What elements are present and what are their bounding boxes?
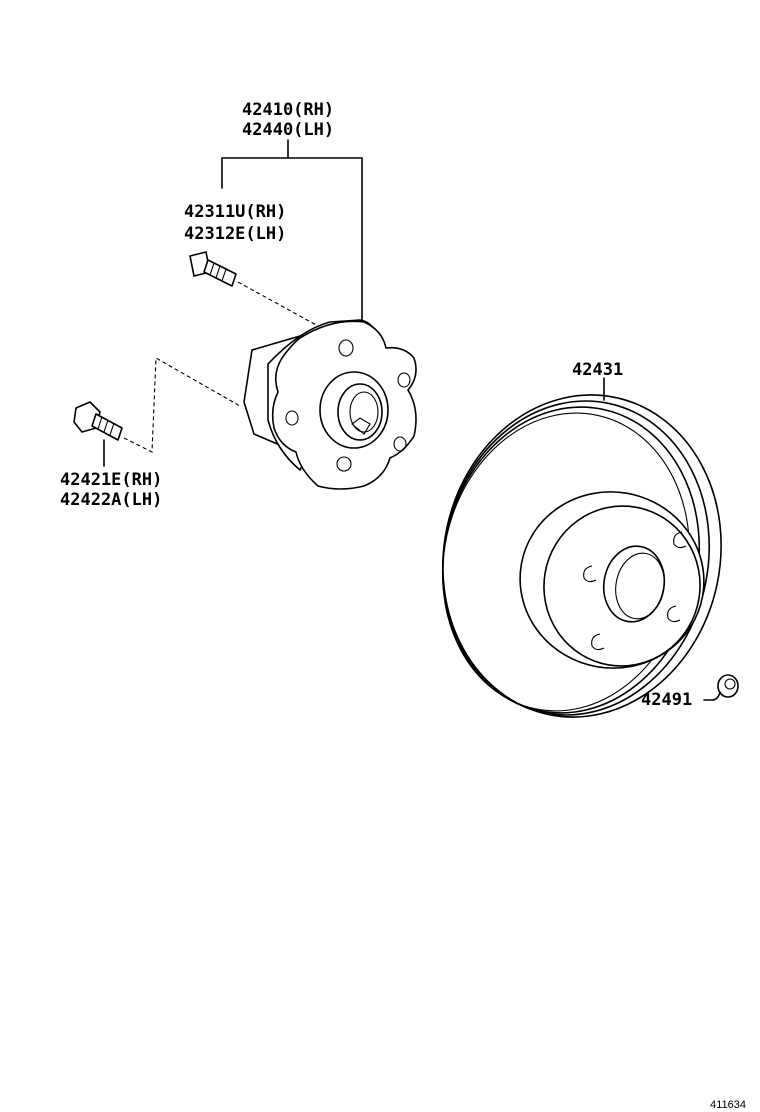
hub-lh-label: 42440(LH) <box>242 120 334 140</box>
plug-label: 42491 <box>641 690 692 710</box>
stud-rh-label: 42311U(RH) <box>184 202 286 222</box>
plug-leader <box>703 691 721 701</box>
bolt-rh-label: 42421E(RH) <box>60 470 162 490</box>
plug-icon <box>717 674 739 698</box>
figure-id: 411634 <box>710 1099 746 1111</box>
hub-stud-icon <box>189 251 237 287</box>
hub-rh-label: 42410(RH) <box>242 100 334 120</box>
hub-leader <box>221 139 363 323</box>
bolt-lh-label: 42422A(LH) <box>60 490 162 510</box>
hub-bearing-icon <box>243 319 417 490</box>
bolt-leader <box>123 357 241 453</box>
stud-leader <box>237 281 319 327</box>
brake-disc-icon <box>441 394 722 718</box>
disc-label: 42431 <box>572 360 623 380</box>
stud-lh-label: 42312E(LH) <box>184 224 286 244</box>
hub-bolt-icon <box>73 401 123 441</box>
